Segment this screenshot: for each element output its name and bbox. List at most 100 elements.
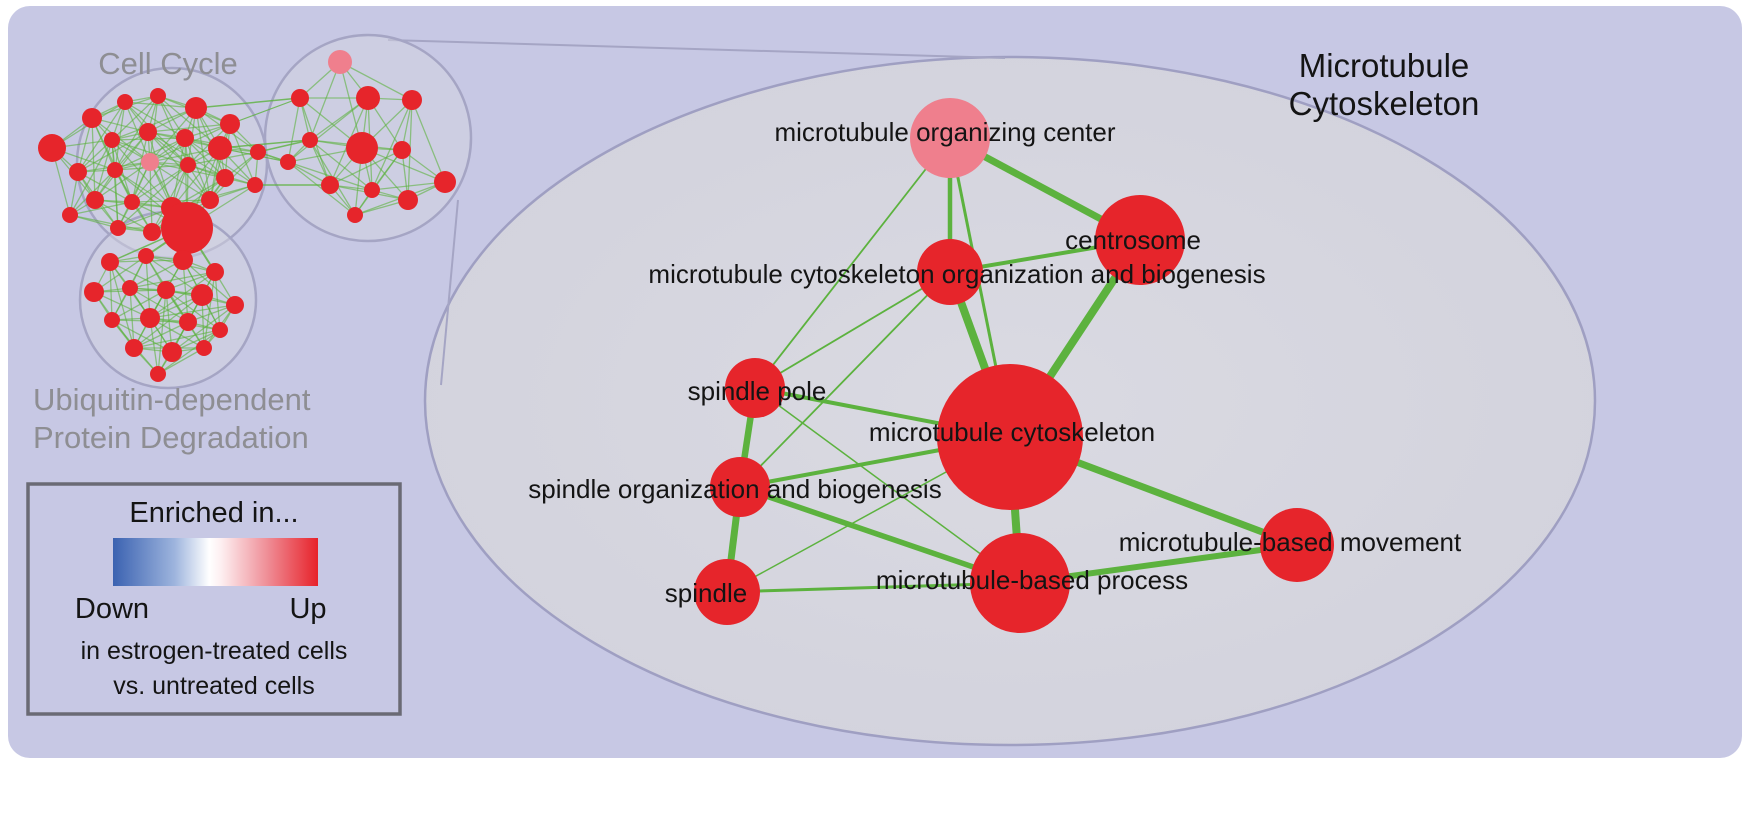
cluster-label-cell-cycle: Cell Cycle: [98, 46, 238, 81]
legend-up-label: Up: [289, 593, 326, 625]
overview-edge: [145, 255, 151, 319]
overview-edge: [149, 107, 197, 163]
magnifier-callout-line: [387, 39, 1006, 59]
overview-edge: [111, 289, 167, 321]
zoom-node-mc: [937, 364, 1083, 510]
overview-node-microtubule-cytoskeleton: [328, 50, 352, 74]
zoom-node-mbm: [1260, 508, 1334, 582]
overview-edge: [157, 289, 167, 375]
overview-edge: [129, 287, 135, 349]
zoom-label-spindle: spindle: [665, 578, 747, 608]
legend: Enriched in... Down Up in estrogen-treat…: [26, 482, 402, 716]
overview-node-cell-cycle: [220, 114, 240, 134]
zoom-title-line2: Cytoskeleton: [1289, 85, 1480, 122]
zoom-label-centrosome: centrosome: [1065, 225, 1201, 255]
overview-edge: [147, 123, 231, 133]
overview-edge: [111, 95, 159, 141]
overview-node-ubiquitin: [173, 250, 193, 270]
overview-bridge-edge: [229, 97, 301, 125]
overview-edge: [171, 304, 236, 353]
overview-edge: [287, 97, 369, 163]
zoom-node-spindle: [694, 559, 760, 625]
overview-node-cell-cycle: [176, 129, 194, 147]
overview-edge: [117, 164, 189, 229]
overview-node-cell-cycle: [124, 194, 140, 210]
overview-edge: [114, 95, 159, 171]
overview-edge: [94, 161, 151, 201]
overview-node-ubiquitin: [191, 284, 213, 306]
overview-edge: [77, 101, 126, 173]
zoom-edge-spindle_pole--mbp: [754, 387, 1021, 584]
overview-edge: [91, 117, 96, 201]
overview-node-cell-cycle: [86, 191, 104, 209]
magnifier-callout-line: [440, 199, 459, 386]
overview-edge: [133, 329, 221, 349]
overview-edge: [131, 164, 189, 203]
overview-node-microtubule-cytoskeleton: [321, 176, 339, 194]
zoom-node-mbp: [970, 533, 1070, 633]
cluster-label-ubiquitin-line2: Protein Degradation: [33, 420, 309, 455]
overview-edge: [287, 97, 301, 163]
zoom-node-centrosome: [1095, 195, 1185, 285]
zoom-title-line1: Microtubule: [1299, 47, 1470, 84]
overview-edge: [111, 319, 173, 353]
overview-edge: [149, 161, 153, 233]
overview-edge: [114, 101, 126, 171]
overview-node-cell-cycle: [110, 220, 126, 236]
overview-node-cell-cycle: [69, 163, 87, 181]
overview-node-cell-cycle: [62, 207, 78, 223]
overview-edge: [309, 61, 341, 141]
zoom-node-mcob: [917, 239, 983, 305]
overview-node-microtubule-cytoskeleton: [302, 132, 318, 148]
legend-caption-line1: in estrogen-treated cells: [81, 637, 348, 665]
overview-node-ubiquitin: [212, 322, 228, 338]
overview-node-ubiquitin: [138, 248, 154, 264]
overview-edge: [129, 287, 189, 323]
zoom-labels: microtubule organizing centercentrosomem…: [528, 117, 1462, 608]
overview-node-cell-cycle: [180, 157, 196, 173]
overview-node-cell-cycle: [208, 136, 232, 160]
overview-bridge-edge: [219, 139, 311, 149]
overview-node-cell-cycle: [143, 223, 161, 241]
overview-node-microtubule-cytoskeleton: [346, 132, 378, 164]
zoom-edge-mcob--sob: [739, 271, 951, 488]
overview-node-cell-cycle: [141, 153, 159, 171]
overview-edge: [133, 321, 189, 349]
overview-node-microtubule-cytoskeleton: [402, 90, 422, 110]
overview-node-cell-cycle: [161, 202, 213, 254]
overview-node-ubiquitin: [206, 263, 224, 281]
overview-edge: [371, 99, 413, 191]
zoom-label-sob: spindle organization and biogenesis: [528, 474, 941, 504]
overview-edge: [94, 199, 153, 233]
overview-edge: [131, 131, 149, 203]
overview-node-ubiquitin: [179, 313, 197, 331]
overview-node-ubiquitin: [84, 282, 104, 302]
overview-edge: [77, 171, 133, 203]
overview-node-microtubule-cytoskeleton: [280, 154, 296, 170]
overview-edge: [309, 139, 373, 191]
overview-edge: [157, 329, 221, 375]
overview-bridge-edge: [257, 139, 311, 153]
overview-edge: [129, 271, 216, 289]
overview-nodes: [38, 50, 456, 382]
overview-edge: [124, 101, 197, 109]
overview-node-cell-cycle: [185, 97, 207, 119]
overview-node-cell-cycle: [247, 177, 263, 193]
overview-node-ubiquitin: [101, 253, 119, 271]
overview-node-ubiquitin: [125, 339, 143, 357]
overview-edge: [111, 107, 197, 141]
overview-edge: [339, 61, 413, 101]
overview-node-microtubule-cytoskeleton: [347, 207, 363, 223]
zoom-label-mc: microtubule cytoskeleton: [869, 417, 1155, 447]
overview-edge: [157, 347, 205, 375]
overview-node-cell-cycle: [82, 108, 102, 128]
overview-edge: [109, 261, 167, 291]
overview-edge: [371, 181, 446, 191]
zoom-node-sob: [710, 457, 770, 517]
legend-box: [26, 482, 402, 716]
overview-node-cell-cycle: [139, 123, 157, 141]
overview-node-ubiquitin: [162, 342, 182, 362]
overview-node-cell-cycle: [201, 191, 219, 209]
